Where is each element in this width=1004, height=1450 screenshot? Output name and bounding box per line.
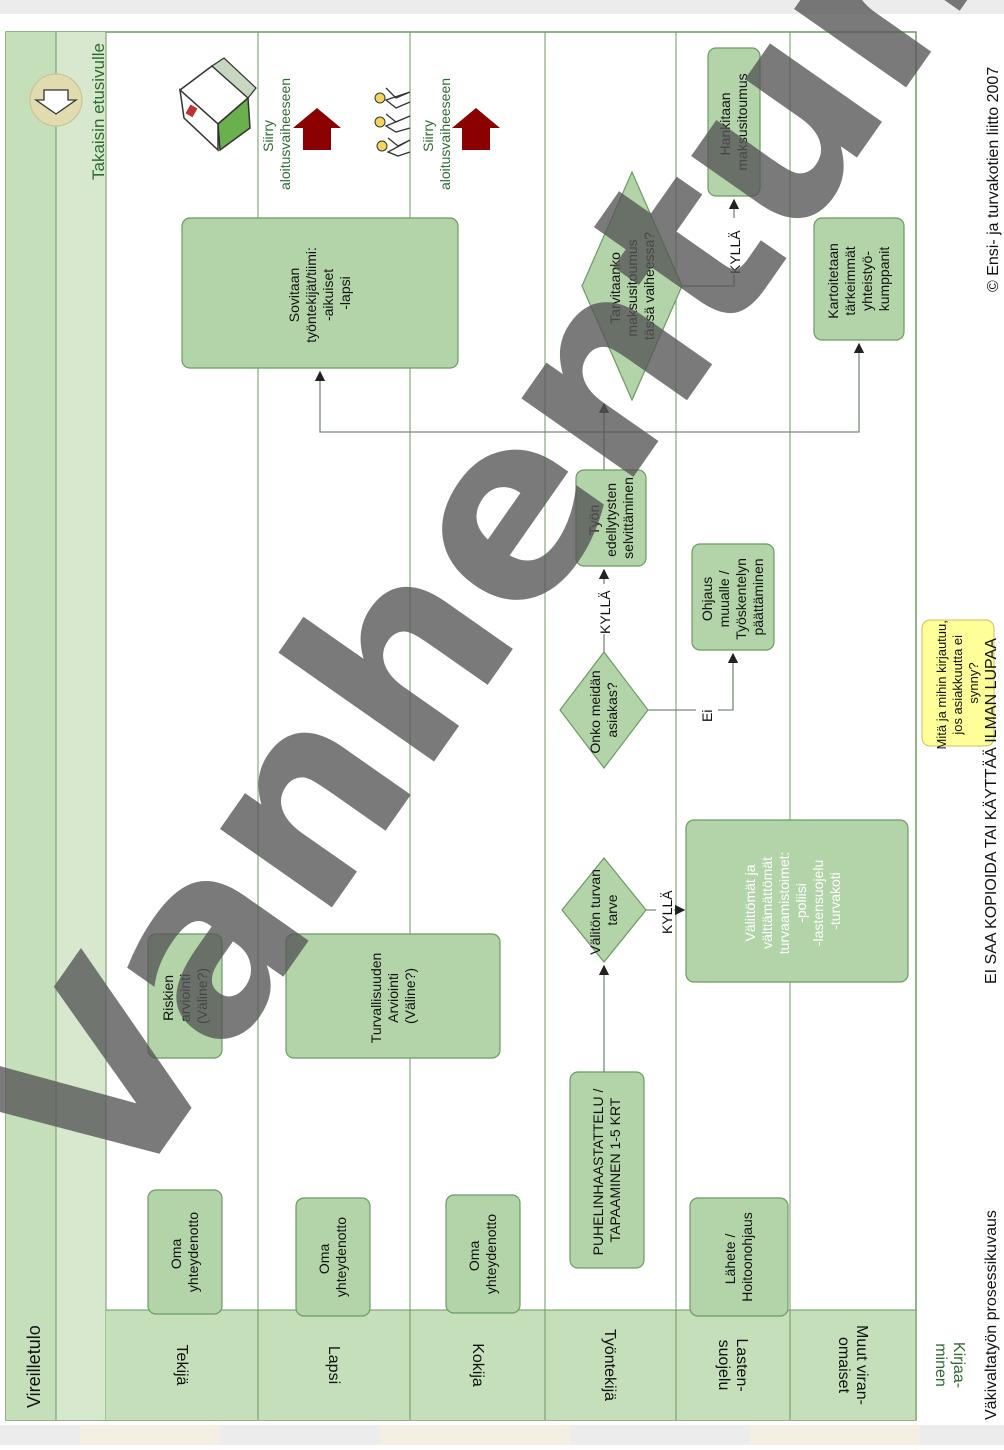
svg-text:PUHELINHAASTATTELU / TAP: PUHELINHAASTATTELU / TAPAAMINEN 1-5 KRT (590, 1085, 623, 1256)
work-prerequisites-box: Työn edellytysten selvittäminen (575, 469, 647, 567)
svg-text:Ohjaus muualle / T: Ohjaus muualle / Työskentelyn päättämine… (699, 554, 766, 640)
svg-text:Hankitaan maksusitoumus: Hankitaan maksusitoumus (717, 73, 750, 170)
edge-label-kylla: KYLLÄ (659, 890, 675, 934)
svg-text:Sovitaan työntekijät/tii: Sovitaan työntekijät/tiimi: -aikuiset -l… (286, 243, 353, 343)
back-link[interactable]: Takaisin etusivulle (89, 43, 108, 180)
lane-label-muut: Muut viran-omaiset (835, 1325, 870, 1405)
decision-immediate-need: Välitön turvan tarve (561, 857, 647, 963)
map-partners-box: Kartoitetaan tärkeimmät yhteistyö- kumpp… (813, 217, 905, 341)
svg-text:Oma yhteydenotto: Oma yhteydenotto (316, 1217, 349, 1297)
header-column (6, 32, 56, 1420)
diagram-frame (5, 31, 917, 1421)
lane-label-kokija: Kokija (469, 1343, 486, 1387)
obtain-payment-box: Hankitaan maksusitoumus (707, 47, 761, 197)
decision-our-client: Onko meidän asiakas? (559, 651, 649, 769)
up-arrow-icon[interactable] (293, 108, 341, 150)
svg-text:Kartoitetaan tärkeimmät: Kartoitetaan tärkeimmät yhteistyö- kumpp… (825, 239, 892, 318)
svg-text:Mitä ja mihin kirjautuu,: Mitä ja mihin kirjautuu, jos asiakkuutta… (934, 617, 981, 750)
svg-text:Onko meidän asiakas?: Onko meidän asiakas? (587, 666, 620, 753)
siirry-label-tekija[interactable]: Siirry aloitusvaiheeseen (260, 78, 293, 190)
lane-label-tekija: Tekijä (173, 1345, 190, 1386)
siirry-label-lapsi[interactable]: Siirry aloitusvaiheeseen (420, 78, 453, 190)
family-icon[interactable] (374, 87, 411, 157)
svg-text:Tarvitaanko maksusitoumu: Tarvitaanko maksusitoumus tässä vaiheess… (607, 232, 657, 340)
arrow-down-icon[interactable] (29, 73, 83, 127)
immediate-measures-box: Välittömät ja välttämättömät turvaamisto… (685, 819, 909, 983)
edge-label-ei: Ei (699, 710, 715, 722)
note-box: Mitä ja mihin kirjautuu, jos asiakkuutta… (921, 617, 995, 750)
footer-right: © Ensi- ja turvakotien liitto 2007 (985, 67, 1002, 292)
house-icon[interactable] (178, 57, 257, 152)
subheader-column (56, 32, 106, 1420)
edge-label-kylla: KYLLÄ (597, 590, 613, 634)
lane-label-tyontekija: Työntekijä (601, 1329, 618, 1401)
lane-label-kirjaaminen: Kirjaa-minen (932, 1342, 967, 1388)
assign-workers-box: Sovitaan työntekijät/tiimi: -aikuiset -l… (181, 217, 459, 369)
safety-assessment-box: Turvallisuuden Arviointi (Väline?) (285, 933, 501, 1059)
phone-interview-box: PUHELINHAASTATTELU / TAPAAMINEN 1-5 KRT (569, 1071, 645, 1269)
svg-text:Riskien arviointi: Riskien arviointi (Väline?) (160, 968, 210, 1024)
box-text: Oma yhteydenotto (168, 1212, 201, 1292)
page-title: Vireilletulo (24, 1325, 44, 1408)
footer-center: EI SAA KOPIOIDA TAI KÄYTTÄÄ ILMAN LUPAA (982, 638, 1000, 984)
svg-text:Lähete / Hoitoonohjaus: Lähete / Hoitoonohjaus (722, 1212, 755, 1302)
kokija-contact-box: Oma yhteydenotto (445, 1194, 521, 1314)
tekija-contact-box: Oma yhteydenotto (147, 1189, 223, 1315)
risk-assessment-box: Riskien arviointi (Väline?) (147, 933, 223, 1059)
footer-left: Väkivaltatyön prosessikuvaus (983, 1210, 1000, 1420)
referral-elsewhere-box: Ohjaus muualle / Työskentelyn päättämine… (691, 543, 775, 651)
edge-label-kylla: KYLLÄ (727, 230, 743, 274)
svg-text:Turvallisuuden Arviointi: Turvallisuuden Arviointi (Väline?) (368, 949, 418, 1043)
lane-label-lapsi: Lapsi (325, 1346, 342, 1384)
svg-text:Työn edellytysten: Työn edellytysten selvittäminen (586, 477, 636, 559)
svg-text:Oma yhteydenotto: Oma yhteydenotto (466, 1214, 499, 1294)
referral-box: Lähete / Hoitoonohjaus (689, 1197, 789, 1317)
flow-connectors (314, 198, 865, 1072)
svg-text:Välittömät ja välttämätt: Välittömät ja välttämättömät turvaamisto… (742, 848, 843, 955)
lane-label-row (106, 1310, 916, 1420)
lane-label-lastensuojelu: Lasten-suojelu (715, 1338, 750, 1391)
lapsi-contact-box: Oma yhteydenotto (295, 1197, 371, 1317)
decision-payment-commitment: Tarvitaanko maksusitoumus tässä vaiheess… (581, 170, 683, 402)
up-arrow-icon[interactable] (452, 108, 500, 150)
svg-text:Välitön turvan tarve: Välitön turvan tarve (587, 865, 620, 955)
